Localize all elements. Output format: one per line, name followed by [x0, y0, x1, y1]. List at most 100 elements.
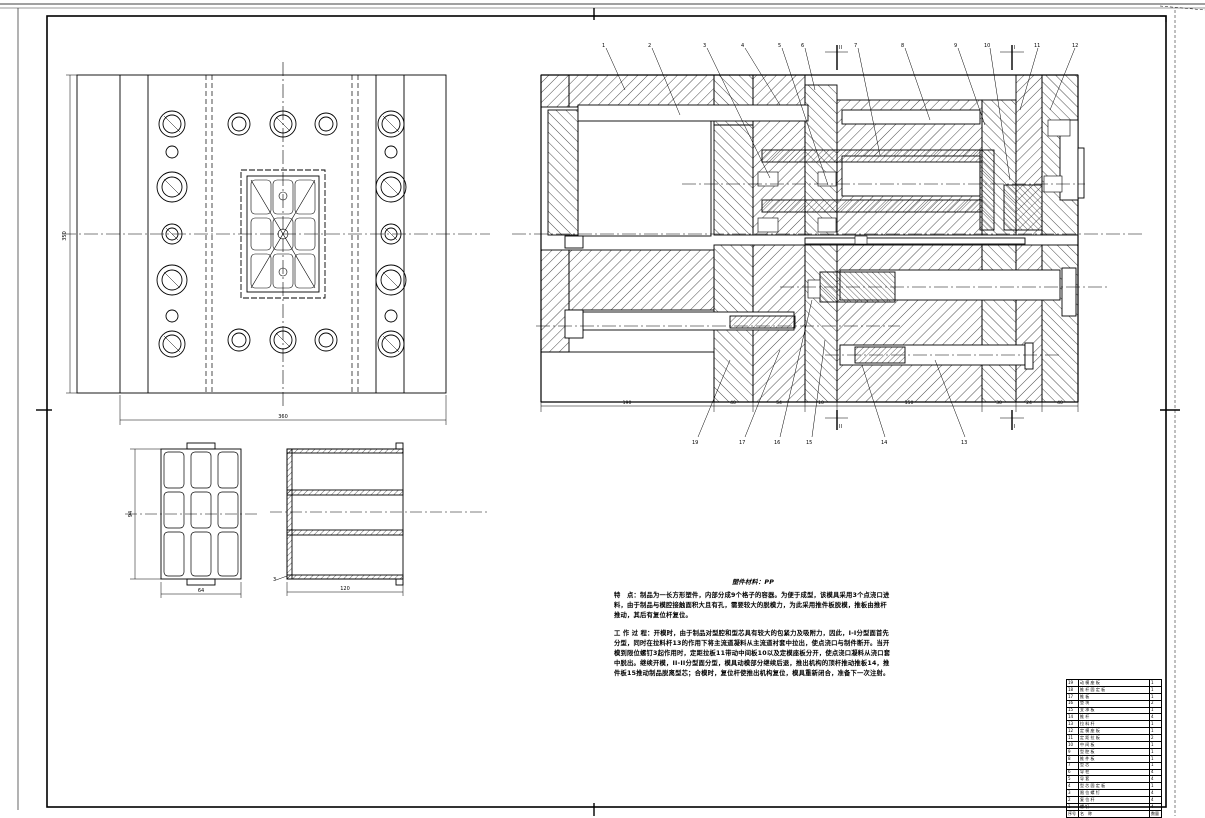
sheet-border: [0, 3, 1205, 816]
dim-30: 30: [996, 400, 1002, 406]
bom-cell-qty: 4: [1149, 713, 1162, 722]
bom-cell-qty: 1: [1149, 747, 1162, 756]
section-marker-bottom-right: I: [1014, 424, 1015, 430]
leader-8: 8: [901, 43, 904, 49]
bom-cell-no: 10: [1066, 741, 1079, 749]
bom-cell-qty: 1: [1149, 727, 1162, 736]
bom-cell-qty: 1: [1149, 782, 1162, 791]
bom-cell-name: 定 模 座 板: [1078, 727, 1150, 736]
section-marker-bottom-left: II: [839, 424, 842, 430]
leader-17: 17: [739, 440, 745, 446]
bom-header-name: 名 称: [1078, 809, 1150, 818]
leader-19: 19: [692, 440, 698, 446]
leader-11: 11: [1034, 43, 1040, 49]
bom-cell-qty: 1: [1149, 706, 1162, 715]
bom-cell-name: 复 位 杆: [1078, 796, 1150, 805]
bom-cell-no: 8: [1066, 754, 1079, 763]
leader-labels-bottom: 19 17 16 15 14 13: [692, 440, 967, 446]
plan-holes: [156, 110, 407, 358]
dim-part-width: 64: [198, 588, 204, 594]
bom-cell-no: 4: [1066, 782, 1079, 791]
bom-cell-qty: 4: [1149, 803, 1162, 811]
leader-12: 12: [1072, 43, 1078, 49]
dim-10: 10: [818, 400, 824, 406]
bom-cell-name: 型 芯 固 定 板: [1078, 782, 1150, 791]
notes-operation: 工 作 过 程：开模时，由于制品对型腔和型芯具有较大的包紧力及吸附力，因此，I-…: [614, 629, 892, 679]
bom-cell-no: 19: [1066, 679, 1079, 687]
bom-cell-name: 型 腔 板: [1078, 747, 1150, 756]
dim-plan-height: 350: [62, 231, 68, 241]
bom-cell-name: 定 距 拉 板: [1078, 734, 1150, 743]
bom-cell-qty: 4: [1149, 796, 1162, 805]
bom-cell-qty: 1: [1149, 741, 1162, 749]
bom-cell-no: 6: [1066, 768, 1079, 777]
leader-6: 6: [801, 43, 804, 49]
part-section-view: [270, 442, 488, 596]
dim-54: 54: [776, 400, 782, 406]
bom-cell-qty: 2: [1149, 734, 1162, 743]
bom-cell-no: 3: [1066, 789, 1079, 798]
bom-cell-no: 1: [1066, 803, 1079, 811]
bom-cell-qty: 4: [1149, 768, 1162, 777]
bom-cell-qty: 1: [1149, 685, 1162, 694]
bom-cell-name: 螺 钉: [1078, 803, 1150, 811]
bom-cell-name: 导 套: [1078, 775, 1150, 784]
bom-cell-no: 16: [1066, 699, 1079, 708]
section-centre-lines: [512, 183, 1145, 356]
leaders-top: [605, 47, 1076, 186]
bom-cell-qty: 1: [1149, 754, 1162, 763]
leader-1: 1: [602, 43, 605, 49]
leader-4: 4: [741, 43, 744, 49]
bom-cell-no: 18: [1066, 685, 1079, 694]
bom-cell-name: 推 杆 固 定 板: [1078, 685, 1150, 694]
bom-cell-no: 5: [1066, 775, 1079, 784]
dim-190: 190: [623, 400, 632, 406]
bom-cell-no: 13: [1066, 720, 1079, 729]
plan-dimensions: [66, 74, 447, 425]
bom-cell-no: 11: [1066, 734, 1079, 743]
dim-plan-width: 360: [278, 414, 288, 420]
leader-labels-top: 1 2 3 4 5 6 7 8 9 10 11 12: [602, 43, 1078, 49]
bom-cell-no: 2: [1066, 796, 1079, 805]
section-dimensions: [540, 400, 1079, 412]
bom-cell-qty: 1: [1149, 761, 1162, 770]
bom-cell-name: 动 模 座 板: [1078, 679, 1150, 687]
bom-cell-name: 支 承 板: [1078, 706, 1150, 715]
bom-cell-no: 17: [1066, 692, 1079, 701]
leaders-bottom: [697, 299, 966, 438]
bom-cell-no: 7: [1066, 761, 1079, 770]
bom-cell-qty: 1: [1149, 692, 1162, 701]
bom-cell-no: 14: [1066, 713, 1079, 722]
leader-2: 2: [648, 43, 651, 49]
bom-cell-qty: 4: [1149, 775, 1162, 784]
leader-10: 10: [984, 43, 990, 49]
bom-header-no: 序号: [1066, 809, 1079, 818]
operation-text: 开模时，由于制品对型腔和型芯具有较大的包紧力及吸附力，因此，I-I分型面首先分型…: [614, 630, 891, 677]
parting-line-marks: [825, 45, 1024, 430]
dim-part-length: 120: [340, 586, 350, 592]
leader-15: 15: [806, 440, 812, 446]
leader-14: 14: [881, 440, 887, 446]
bom-cell-name: 垫 块: [1078, 699, 1150, 708]
bom-cell-name: 限 位 螺 钉: [1078, 789, 1150, 798]
mold-section-view: [540, 74, 1085, 403]
bom-cell-name: 型 芯: [1078, 761, 1150, 770]
dim-40b: 40: [1057, 400, 1063, 406]
dim-150: 150: [905, 400, 914, 406]
